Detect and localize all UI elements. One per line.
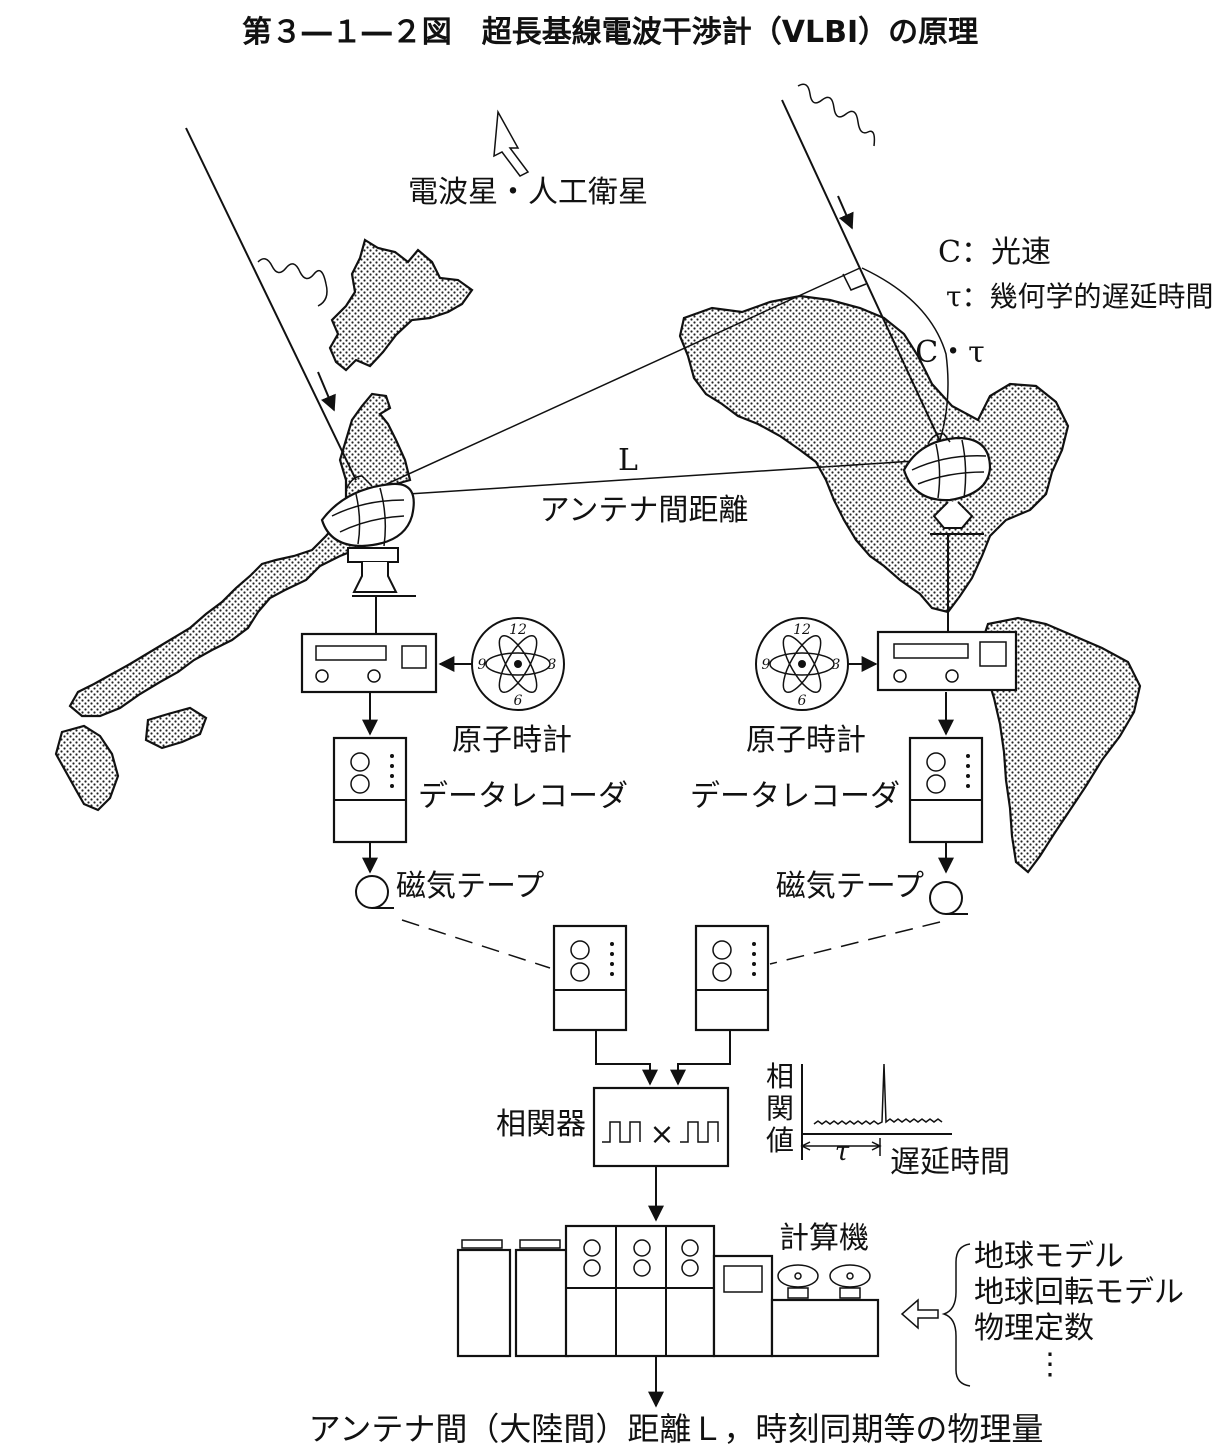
computer-icon bbox=[456, 1224, 880, 1358]
right-atomic-clock-label: 原子時計 bbox=[746, 723, 866, 758]
right-tape-transport bbox=[769, 921, 941, 965]
models-brace bbox=[941, 1243, 971, 1387]
incoming-wave-left bbox=[185, 127, 357, 481]
legend-tau: τ：幾何学的遅延時間 bbox=[946, 280, 1214, 313]
south-america bbox=[978, 616, 1142, 874]
correlator-label: 相関器 bbox=[496, 1107, 586, 1142]
right-antenna bbox=[902, 432, 992, 632]
right-angle-mark bbox=[842, 273, 867, 291]
clock-12: 12 bbox=[509, 622, 527, 638]
correlator-box bbox=[592, 1086, 730, 1168]
models-input-arrow bbox=[900, 1298, 939, 1330]
xlabel: 遅延時間 bbox=[890, 1145, 1010, 1180]
signal-wave-left bbox=[602, 1121, 641, 1143]
result-label: アンテナ間（大陸間）距離Ｌ，時刻同期等の物理量 bbox=[309, 1410, 1044, 1448]
model-item-1: 地球モデル bbox=[974, 1239, 1124, 1274]
correlator-operator: × bbox=[649, 1117, 674, 1152]
right-data-recorder-icon bbox=[908, 736, 984, 844]
legend-c: C：光速 bbox=[938, 235, 1051, 270]
model-item-2: 地球回転モデル bbox=[974, 1275, 1184, 1310]
model-item-3: 物理定数 bbox=[974, 1311, 1094, 1346]
right-atomic-clock-icon: 12 3 6 9 bbox=[755, 617, 849, 711]
computer-label: 計算機 bbox=[779, 1221, 869, 1256]
source-label: 電波星・人工衛星 bbox=[408, 175, 648, 210]
right-tape-reel-icon bbox=[929, 881, 968, 915]
left-tape-transport bbox=[401, 919, 551, 969]
right-playback-recorder-icon bbox=[694, 924, 770, 1032]
ylabel-char-3: 値 bbox=[766, 1124, 794, 1157]
north-america bbox=[678, 294, 1070, 614]
right-playback-arrow bbox=[670, 1030, 731, 1086]
right-receiver bbox=[876, 630, 1018, 692]
left-atomic-clock-label: 原子時計 bbox=[452, 723, 572, 758]
path-difference-label: C・τ bbox=[915, 335, 985, 370]
figure-title: 第３―１―２図 超長基線電波干渉計（VLBI）の原理 bbox=[242, 15, 978, 50]
clock-3: 3 bbox=[832, 657, 841, 673]
clock-9: 9 bbox=[762, 657, 771, 673]
left-antenna bbox=[320, 475, 416, 634]
baseline-line bbox=[377, 459, 931, 497]
left-receiver bbox=[300, 632, 438, 694]
hokkaido bbox=[328, 238, 474, 372]
left-tape-label: 磁気テープ bbox=[396, 869, 544, 904]
clock-3: 3 bbox=[548, 657, 557, 673]
left-atomic-clock-icon: 12 3 6 9 bbox=[471, 617, 565, 711]
baseline-symbol: L bbox=[618, 443, 638, 478]
model-item-4: ⋮ bbox=[1035, 1347, 1065, 1382]
ylabel-char-2: 関 bbox=[766, 1092, 794, 1125]
left-data-recorder-label: データレコーダ bbox=[418, 779, 628, 814]
left-playback-recorder-icon bbox=[552, 924, 628, 1032]
source-direction-arrow bbox=[493, 109, 530, 177]
kyushu bbox=[54, 724, 120, 812]
clock-6: 6 bbox=[798, 693, 807, 709]
right-data-recorder-label: データレコーダ bbox=[690, 779, 900, 814]
signal-wave-right bbox=[680, 1121, 719, 1143]
wavefront-line bbox=[377, 267, 861, 489]
left-playback-arrow bbox=[595, 1030, 658, 1086]
left-data-recorder-icon bbox=[332, 736, 408, 844]
right-tape-label: 磁気テープ bbox=[776, 869, 924, 904]
clock-6: 6 bbox=[514, 693, 523, 709]
clock-9: 9 bbox=[478, 657, 487, 673]
shikoku bbox=[144, 706, 208, 750]
correlation-curve bbox=[813, 1063, 943, 1125]
tau-label: τ bbox=[835, 1137, 850, 1167]
delay-arc bbox=[861, 267, 949, 441]
correlation-plot: 相 関 値 τ 遅延時間 bbox=[766, 1060, 1010, 1180]
ylabel-char-1: 相 bbox=[766, 1060, 794, 1093]
japan-map bbox=[54, 238, 474, 812]
incoming-wave-right bbox=[781, 83, 945, 451]
left-tape-reel-icon bbox=[355, 875, 394, 909]
baseline-label: アンテナ間距離 bbox=[540, 493, 749, 528]
clock-12: 12 bbox=[793, 622, 811, 638]
